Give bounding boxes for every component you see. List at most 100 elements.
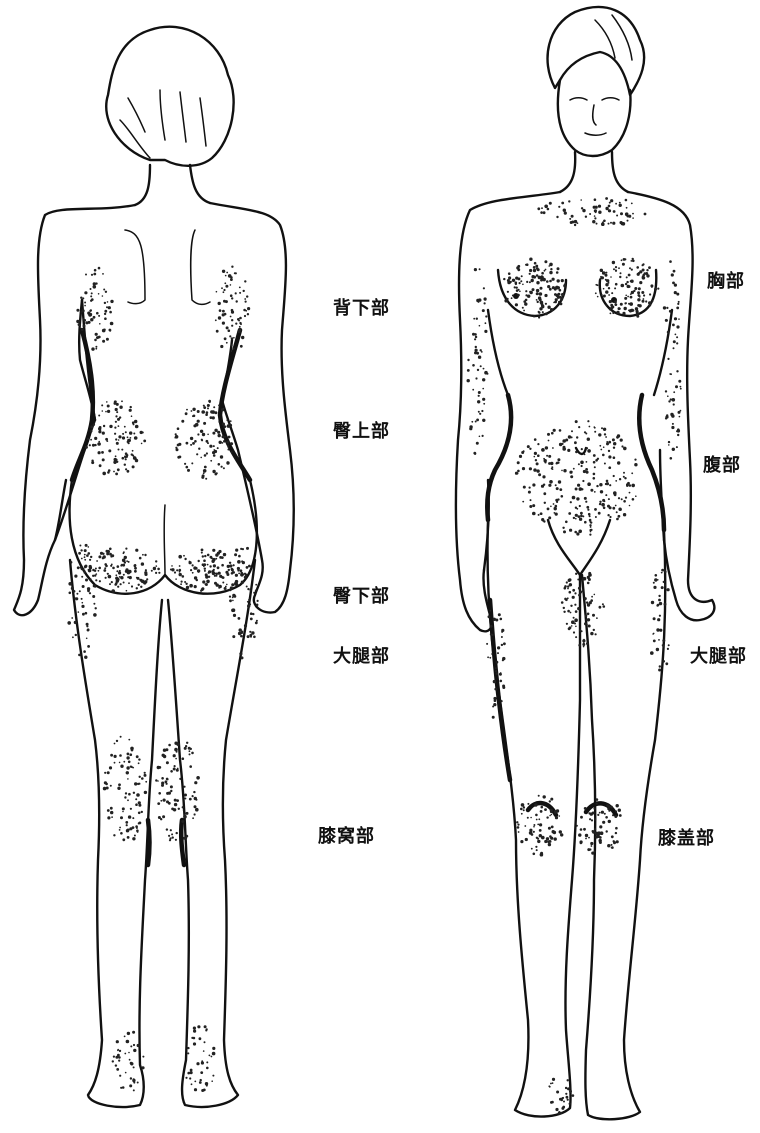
stipple-dot	[589, 521, 591, 523]
stipple-dot	[655, 574, 658, 577]
stipple-dot	[127, 1032, 130, 1035]
stipple-dot	[643, 298, 645, 300]
stipple-dot	[230, 344, 232, 346]
stipple-dot	[241, 336, 244, 339]
stipple-dot	[539, 834, 542, 837]
stipple-dot	[189, 798, 192, 801]
stipple-dot	[625, 295, 627, 297]
stipple-dot	[198, 571, 200, 573]
stipple-dot	[91, 274, 93, 276]
stipple-dot	[187, 1047, 189, 1049]
stipple-dot	[77, 566, 80, 569]
stipple-dot	[250, 618, 253, 621]
stipple-dot	[598, 211, 601, 214]
stipple-dot	[605, 197, 608, 200]
stipple-dot	[227, 445, 229, 447]
stipple-dot	[85, 565, 87, 567]
stipple-dot	[206, 1061, 208, 1063]
stipple-dot	[579, 518, 582, 521]
stipple-dot	[547, 285, 550, 288]
label-chest: 胸部	[707, 273, 745, 291]
stipple-dot	[129, 1084, 132, 1087]
label-lower-back: 背下部	[333, 300, 390, 318]
stipple-dot	[584, 454, 586, 456]
stipple-dot	[244, 298, 246, 300]
stipple-dot	[530, 817, 532, 819]
stipple-dot	[256, 620, 258, 622]
stipple-dot	[132, 421, 135, 424]
stipple-dot	[596, 617, 598, 619]
stipple-dot	[255, 584, 257, 586]
stipple-dot	[643, 274, 646, 277]
stipple-dot	[536, 281, 539, 284]
stipple-dot	[114, 583, 117, 586]
stipple-dot	[143, 440, 146, 443]
stipple-dot	[119, 570, 121, 572]
stipple-dot	[231, 319, 233, 321]
stipple-dot	[549, 815, 551, 817]
stipple-dot	[523, 450, 525, 452]
stipple-dot	[527, 817, 529, 819]
stipple-dot	[540, 810, 543, 813]
stipple-dot	[166, 800, 169, 803]
stipple-dot	[479, 325, 481, 327]
stipple-dot	[529, 269, 532, 272]
stipple-dot	[574, 592, 576, 594]
stipple-dot	[573, 617, 575, 619]
stipple-dot	[240, 569, 243, 572]
stipple-dot	[104, 781, 107, 784]
stipple-dot	[572, 596, 575, 599]
stipple-dot	[137, 1044, 139, 1046]
stipple-dot	[198, 560, 200, 562]
stipple-dot	[565, 1087, 567, 1089]
stipple-dot	[680, 386, 682, 388]
stipple-dot	[228, 446, 230, 448]
stipple-dot	[595, 292, 597, 294]
stipple-dot	[98, 555, 101, 558]
stipple-dot	[667, 588, 670, 591]
stipple-dot	[602, 821, 605, 824]
stipple-dot	[615, 810, 617, 812]
stipple-dot	[116, 442, 119, 445]
stipple-dot	[562, 527, 564, 529]
stipple-dot	[98, 567, 101, 570]
stipple-dot	[99, 323, 101, 325]
stipple-dot	[121, 449, 123, 451]
stipple-dot	[559, 830, 562, 833]
stipple-dot	[519, 455, 522, 458]
stipple-dot	[523, 806, 525, 808]
stipple-dot	[649, 293, 651, 295]
stipple-dot	[596, 798, 599, 801]
stipple-dot	[83, 568, 85, 570]
stipple-dot	[482, 309, 485, 312]
stipple-dot	[537, 824, 539, 826]
stipple-dot	[569, 1087, 571, 1089]
stipple-dot	[563, 530, 566, 533]
stipple-dot	[106, 550, 109, 553]
stipple-dot	[544, 808, 547, 811]
stipple-dot	[102, 458, 105, 461]
stipple-dot	[123, 574, 125, 576]
stipple-dot	[155, 560, 157, 562]
stipple-dot	[541, 272, 544, 275]
stipple-dot	[501, 700, 503, 702]
stipple-dot	[534, 452, 537, 455]
stipple-dot	[146, 578, 148, 580]
stipple-dot	[674, 291, 677, 294]
stipple-dot	[583, 828, 586, 831]
stipple-dot	[229, 335, 231, 337]
stipple-dot	[84, 305, 86, 307]
stipple-dot	[594, 828, 596, 830]
stipple-dot	[596, 803, 598, 805]
stipple-dot	[231, 451, 233, 453]
stipple-dot	[596, 223, 598, 225]
stipple-dot	[529, 467, 532, 470]
stipple-dot	[540, 513, 542, 515]
stipple-dot	[238, 573, 240, 575]
stipple-dot	[568, 627, 571, 630]
stipple-dot	[538, 514, 540, 516]
stipple-dot	[180, 583, 182, 585]
stipple-dot	[558, 480, 561, 483]
stipple-dot	[527, 445, 530, 448]
stipple-dot	[576, 825, 578, 827]
